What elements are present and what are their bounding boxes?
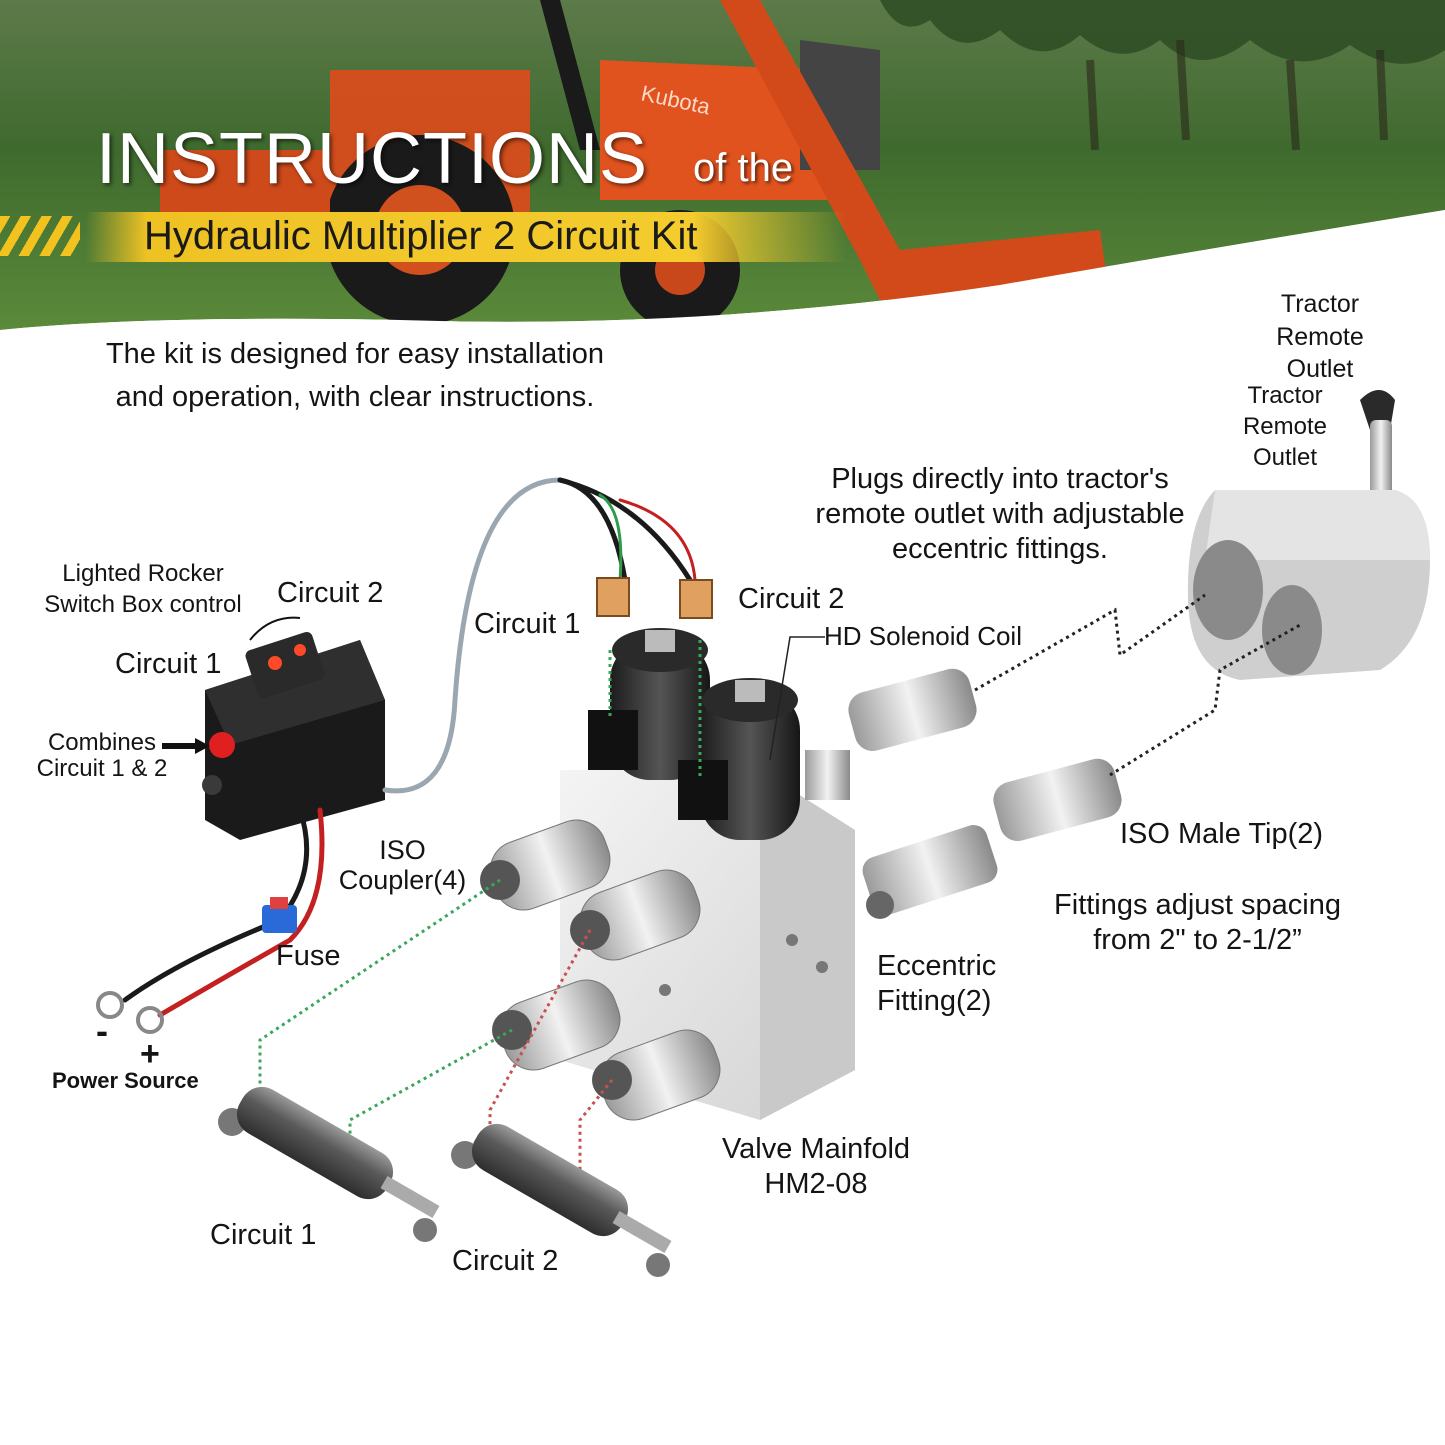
valve-manifold [480,628,855,1121]
label-switch-circuit-2: Circuit 2 [277,577,384,609]
intro-line-1: The kit is designed for easy installatio… [105,338,605,370]
label-line: Coupler(4) [338,864,467,895]
label-eccentric-fitting: Eccentric Fitting(2) [877,949,996,1019]
label-plugs-note: Plugs directly into tractor's remote out… [780,462,1220,566]
wiring [96,477,697,1034]
label-tractor-remote-outlet-lower: Tractor Remote Outlet [1220,380,1350,474]
label-combines: Combines Circuit 1 & 2 [22,729,182,783]
intro-line-2: and operation, with clear instructions. [115,381,595,414]
label-switch-circuit-1: Circuit 1 [115,648,222,680]
page-subtitle: Hydraulic Multiplier 2 Circuit Kit [144,214,698,258]
label-line: eccentric fittings. [892,532,1108,565]
label-line: Tractor [1280,290,1360,318]
label-cylinder-circuit-1: Circuit 1 [210,1219,317,1251]
label-line: ISO [379,835,426,865]
label-line: Switch Box control [44,591,242,619]
intro-text: The kit is designed for easy installatio… [70,338,640,415]
label-line: Valve Mainfold [721,1133,911,1165]
hydraulic-cylinder-circuit-2 [451,1123,672,1277]
hazard-stripes [0,216,80,256]
label-line: Fitting(2) [877,984,992,1017]
label-line: remote outlet with adjustable [815,497,1185,530]
label-line: Circuit 1 & 2 [36,755,168,783]
label-line: Outlet [1252,444,1318,472]
connector-circuit-1 [596,577,630,617]
label-iso-coupler: ISO Coupler(4) [330,835,475,895]
label-fittings-adjust: Fittings adjust spacing from 2" to 2-1/2… [1030,888,1365,958]
page-title-suffix: of the [693,146,794,190]
label-line: Lighted Rocker [62,560,224,587]
label-valve-manifold: Valve Mainfold HM2-08 [705,1132,927,1202]
tractor-remote-outlet [1187,390,1430,680]
connector-circuit-2 [679,579,713,619]
label-line: Remote [1242,413,1328,441]
label-line: Outlet [1286,355,1354,383]
label-line: Eccentric [877,950,997,982]
rocker-switch-box [162,616,385,840]
label-tractor-remote-outlet-upper: Tractor Remote Outlet [1255,288,1385,386]
label-line: Plugs directly into tractor's [831,463,1169,495]
label-line: Combines [47,729,157,756]
eccentric-fittings [862,825,998,919]
label-lighted-rocker: Lighted Rocker Switch Box control [28,558,258,620]
label-hd-solenoid-coil: HD Solenoid Coil [824,621,1022,651]
hydraulic-cylinder-circuit-1 [218,1086,440,1242]
label-valve-circuit-1: Circuit 1 [474,608,581,640]
label-valve-circuit-2: Circuit 2 [738,583,845,615]
label-line: Tractor [1247,382,1323,409]
label-power-source: Power Source [52,1068,199,1093]
label-line: from 2" to 2-1/2” [1093,923,1302,956]
iso-male-tips [805,668,1122,841]
label-fuse: Fuse [276,940,341,972]
label-line: Fittings adjust spacing [1054,889,1341,921]
label-minus: - [96,1010,108,1051]
label-iso-male-tip: ISO Male Tip(2) [1120,818,1324,850]
subtitle-banner [86,212,846,262]
label-plus: + [140,1035,160,1073]
label-line: HM2-08 [764,1167,868,1200]
label-cylinder-circuit-2: Circuit 2 [452,1245,559,1277]
page-title: INSTRUCTIONS [96,119,648,199]
label-line: Remote [1276,322,1364,351]
